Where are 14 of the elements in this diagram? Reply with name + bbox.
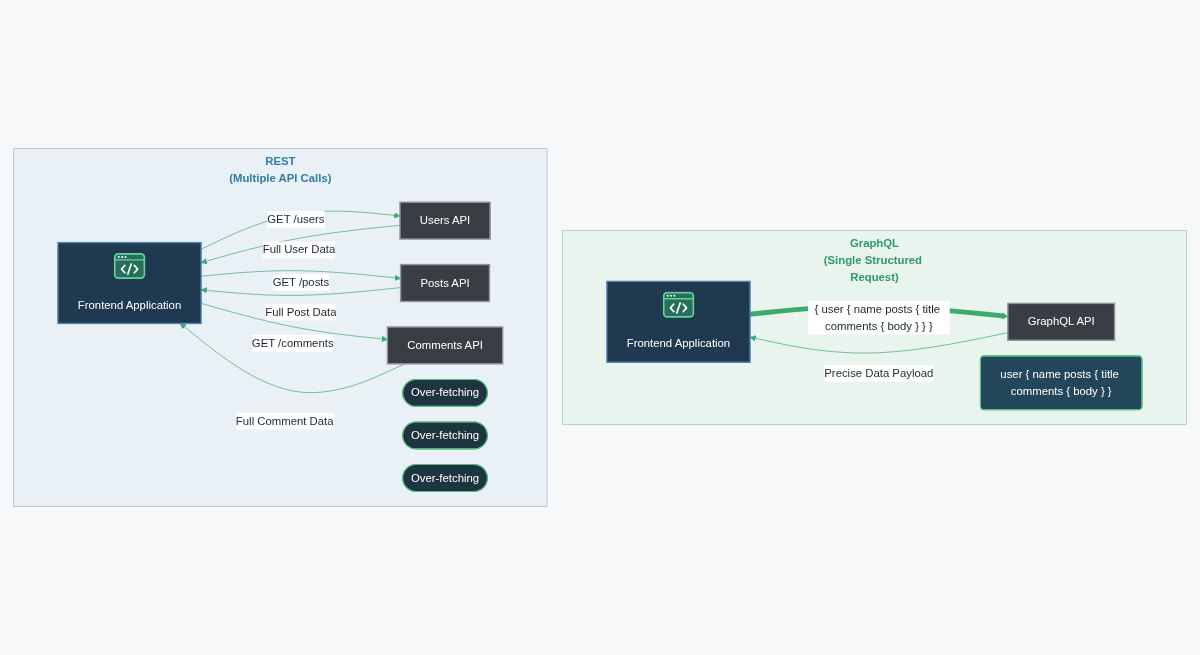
node-box: Frontend Application xyxy=(57,241,202,325)
node-box: Frontend Application xyxy=(606,280,751,363)
edge-label: Full Comment Data xyxy=(235,414,334,427)
edge-label: GET /users xyxy=(267,213,325,226)
edge-label: Full Post Data xyxy=(265,305,337,318)
edge-label: GET /comments xyxy=(251,337,334,350)
node-box: Comments API xyxy=(386,326,504,365)
node-box: GraphQL API xyxy=(1007,302,1116,341)
node-box: Posts API xyxy=(399,263,491,303)
node-box: Users API xyxy=(399,201,491,240)
edge-label: Precise Data Payload xyxy=(824,366,934,379)
edge-label: Full User Data xyxy=(262,243,336,256)
edge-label: GET /posts xyxy=(272,275,330,288)
edge-label: { user { name posts { title comments { body } } } xyxy=(814,302,941,332)
